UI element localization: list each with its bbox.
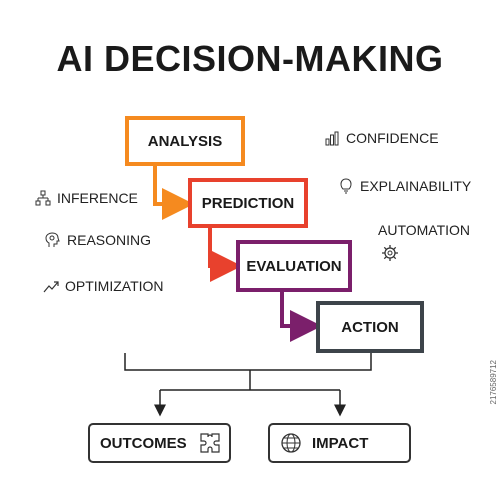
label-explainability-text: EXPLAINABILITY [360, 178, 472, 194]
gear-icon [382, 245, 398, 261]
label-optimization-text: OPTIMIZATION [65, 278, 164, 294]
puzzle-icon [200, 433, 220, 453]
label-confidence-text: CONFIDENCE [346, 130, 439, 146]
step-analysis: ANALYSIS [125, 116, 245, 166]
label-inference-text: INFERENCE [57, 190, 138, 206]
output-impact-label: IMPACT [312, 434, 369, 452]
step-evaluation: EVALUATION [236, 240, 352, 292]
step-action: ACTION [316, 301, 424, 353]
stock-id-watermark: 2176589712 [489, 360, 498, 405]
lightbulb-icon [340, 178, 352, 194]
connector-prediction-evaluation [208, 228, 242, 282]
globe-icon [281, 433, 301, 453]
label-inference: INFERENCE [35, 190, 138, 206]
connector-evaluation-action [280, 292, 322, 342]
label-explainability: EXPLAINABILITY [338, 178, 471, 194]
step-prediction: PREDICTION [188, 178, 308, 228]
label-reasoning: REASONING [45, 232, 151, 248]
label-reasoning-text: REASONING [67, 232, 152, 248]
hierarchy-icon [35, 190, 51, 206]
output-impact: IMPACT [268, 423, 411, 463]
label-optimization: OPTIMIZATION [43, 278, 164, 294]
trend-up-icon [43, 281, 59, 293]
page-title: AI DECISION-MAKING [56, 38, 444, 79]
output-bracket [124, 353, 372, 371]
connector-analysis-prediction [153, 166, 194, 220]
label-confidence: CONFIDENCE [324, 130, 439, 146]
bar-chart-icon [325, 131, 339, 146]
label-automation-text: AUTOMATION [378, 222, 471, 238]
output-outcomes: OUTCOMES [88, 423, 231, 463]
label-automation: AUTOMATION [378, 222, 470, 238]
output-outcomes-label: OUTCOMES [100, 434, 187, 452]
brain-head-icon [45, 232, 60, 247]
